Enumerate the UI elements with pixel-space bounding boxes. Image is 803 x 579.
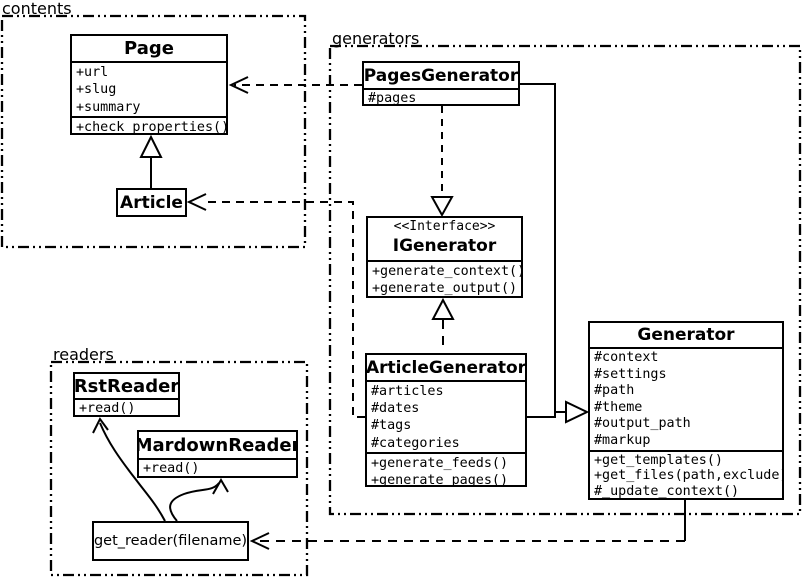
method: +generate_output() xyxy=(372,281,518,296)
arrow-getreader-rstreader-arrowhead xyxy=(92,417,109,434)
attribute: #dates xyxy=(371,401,420,417)
attribute: #pages xyxy=(368,91,417,106)
class-igenerator-methods: +generate_context() +generate_output() xyxy=(368,262,523,296)
package-label-readers: readers xyxy=(53,345,114,364)
arrow-getreader-rstreader-curve xyxy=(99,422,166,522)
class-articlegenerator: ArticleGenerator #articles #dates #tags … xyxy=(365,353,527,487)
class-articlegenerator-name: ArticleGenerator xyxy=(367,355,525,382)
function-get-reader-label: get_reader(filename) xyxy=(93,533,248,549)
method: +generate_context() xyxy=(372,264,523,279)
class-page-methods: +check_properties() xyxy=(72,118,228,135)
class-rstreader: RstReader +read() xyxy=(73,372,180,417)
method: +read() xyxy=(79,401,136,416)
method: +read() xyxy=(143,461,200,476)
method: +generate_feeds() xyxy=(371,455,509,471)
class-article: Article xyxy=(116,188,187,217)
attribute: #path xyxy=(594,383,635,399)
method: +check_properties() xyxy=(76,119,228,135)
class-generator-name: Generator xyxy=(590,323,782,349)
class-page: Page +url +slug +summary +check_properti… xyxy=(70,34,228,135)
attribute: #output_path xyxy=(594,416,691,432)
class-articlegenerator-attributes: #articles #dates #tags #categories xyxy=(367,382,525,454)
package-label-generators: generators xyxy=(332,29,420,48)
generalization-pagesgenerator-generator-line xyxy=(520,83,556,412)
class-page-name: Page xyxy=(72,36,226,63)
method: #_update_context() xyxy=(594,484,740,500)
method: +get_files(path,exclude) xyxy=(594,468,784,484)
class-rstreader-methods: +read() xyxy=(75,400,178,416)
method: +get_templates() xyxy=(594,452,723,468)
attribute: #settings xyxy=(594,366,667,382)
class-mardownreader-methods: +read() xyxy=(139,460,296,476)
class-igenerator-header: <<Interface>> IGenerator xyxy=(368,218,521,262)
attribute: #categories xyxy=(371,435,460,451)
attribute: +slug xyxy=(76,82,117,98)
realization-pagesgenerator-igenerator-triangle xyxy=(430,196,454,218)
class-mardownreader: MardownReader +read() xyxy=(137,430,298,478)
class-pagesgenerator-name: PagesGenerator xyxy=(364,63,518,90)
function-get-reader: get_reader(filename) xyxy=(92,521,249,561)
class-igenerator-stereotype: <<Interface>> xyxy=(393,219,496,234)
dependency-articlegenerator-article-arrowhead xyxy=(186,193,207,211)
class-generator: Generator #context #settings #path #them… xyxy=(588,321,784,500)
class-igenerator: <<Interface>> IGenerator +generate_conte… xyxy=(366,216,523,298)
class-page-attributes: +url +slug +summary xyxy=(72,63,226,118)
method: +generate_pages() xyxy=(371,473,509,487)
class-generator-methods: +get_templates() +get_files(path,exclude… xyxy=(590,452,784,500)
attribute: #articles xyxy=(371,384,444,399)
realization-articlegenerator-igenerator-triangle xyxy=(431,297,455,320)
class-pagesgenerator-attributes: #pages xyxy=(364,90,518,106)
class-rstreader-name: RstReader xyxy=(75,374,178,400)
dependency-pagesgenerator-page-arrowhead xyxy=(228,76,249,94)
class-mardownreader-name: MardownReader xyxy=(139,432,296,460)
attribute: #tags xyxy=(371,418,412,434)
arrow-getreader-mardownreader-arrowhead xyxy=(212,478,229,495)
package-readers-border xyxy=(49,360,309,577)
class-articlegenerator-methods: +generate_feeds() +generate_pages() xyxy=(367,454,525,487)
class-pagesgenerator: PagesGenerator #pages xyxy=(362,61,520,106)
package-label-contents: contents xyxy=(2,0,72,18)
package-generators-border xyxy=(328,44,802,516)
generalization-generator-triangle xyxy=(565,400,590,424)
package-contents-border xyxy=(0,14,307,249)
attribute: #context xyxy=(594,350,659,365)
generalization-articlegenerator-generator-line xyxy=(527,411,566,418)
class-generator-attributes: #context #settings #path #theme #output_… xyxy=(590,349,782,452)
dependency-articlegenerator-article-line xyxy=(208,201,365,418)
attribute: +summary xyxy=(76,99,141,115)
attribute: #markup xyxy=(594,432,651,448)
arrow-getreader-mardownreader-curve xyxy=(169,482,220,522)
dependency-generator-getreader-arrowhead xyxy=(249,532,270,550)
attribute: +url xyxy=(76,65,109,80)
attribute: #theme xyxy=(594,399,643,415)
class-article-name: Article xyxy=(120,192,183,213)
class-igenerator-name: IGenerator xyxy=(392,236,497,256)
generalization-article-page-triangle xyxy=(139,134,163,158)
